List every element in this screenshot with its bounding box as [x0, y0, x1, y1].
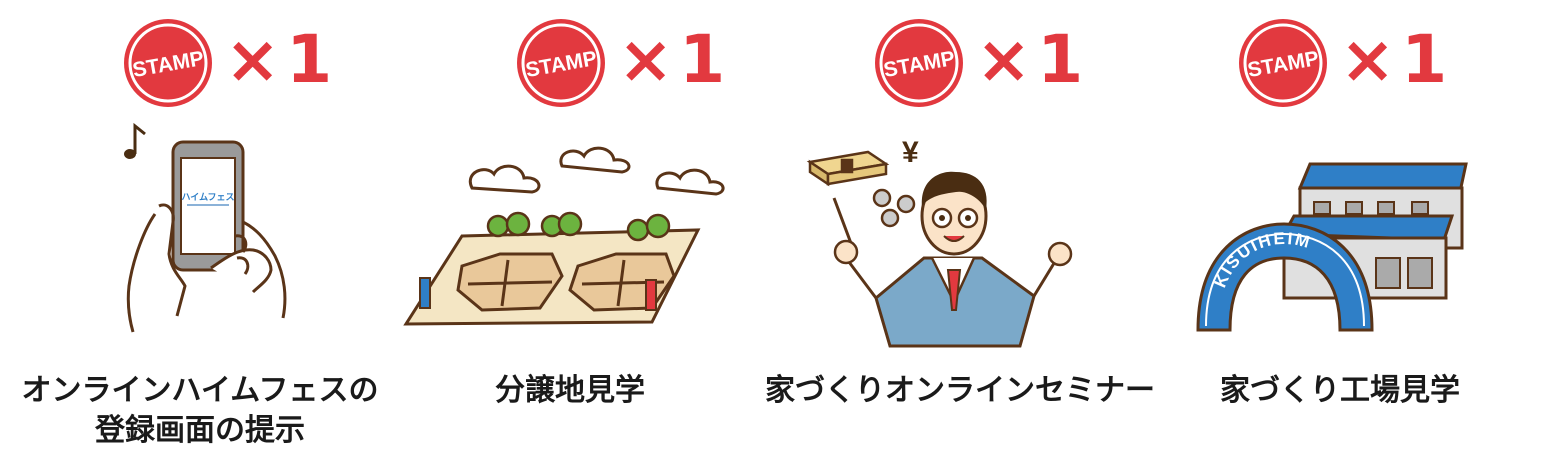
stamp-multiplier: ×1: [225, 21, 339, 98]
stamp-icon: STAMP: [124, 19, 212, 107]
caption-line-1: オンラインハイムフェスの: [21, 373, 379, 408]
phone-screen-logo: ハイムフェス: [181, 192, 234, 202]
stamp-reward: STAMP ×1: [1238, 18, 1447, 110]
stamp-multiplier: ×1: [976, 21, 1090, 98]
stamp-multiplier: ×1: [618, 21, 732, 98]
smartphone-illustration: ハイムフェス: [124, 122, 287, 333]
stamp-multiplier: ×1: [1340, 21, 1454, 98]
stamp-icon: STAMP: [1239, 19, 1327, 107]
caption-line-1: 家づくり工場見学: [1220, 373, 1460, 408]
stamp-card-registration: STAMP ×1 ハイムフェス オンラインハイムフェスの 登録画面の提示: [0, 0, 400, 458]
factory-illustration: KISUIHEIM: [1196, 162, 1468, 332]
cloud-icon: [468, 146, 725, 196]
seminar-presenter-illustration: ¥: [806, 136, 1073, 348]
stamp-card-online-seminar: STAMP ×1 ¥ 家づくりオンライ: [740, 0, 1180, 458]
stamp-card-factory-tour: STAMP ×1 KISUIHEIM 家づくり工場見学: [1180, 0, 1500, 458]
caption-line-1: 家づくりオンラインセミナー: [765, 373, 1155, 408]
stamp-reward: STAMP ×1: [123, 18, 332, 110]
stamp-reward: STAMP ×1: [874, 18, 1083, 110]
tree-icon: [486, 211, 671, 242]
stamp-icon: STAMP: [875, 19, 963, 107]
money-bundle-icon: [806, 150, 890, 187]
stamp-reward: STAMP ×1: [516, 18, 725, 110]
stamp-card-lot-tour: STAMP ×1 分譲地見学: [400, 0, 740, 458]
music-note-icon: [124, 122, 146, 159]
stamp-icon: STAMP: [517, 19, 605, 107]
land-lot-illustration: [403, 146, 725, 326]
caption-line-2: 登録画面の提示: [95, 413, 305, 448]
caption-line-1: 分譲地見学: [495, 373, 645, 408]
yen-symbol: ¥: [902, 136, 919, 169]
coin-icon: [872, 188, 916, 228]
